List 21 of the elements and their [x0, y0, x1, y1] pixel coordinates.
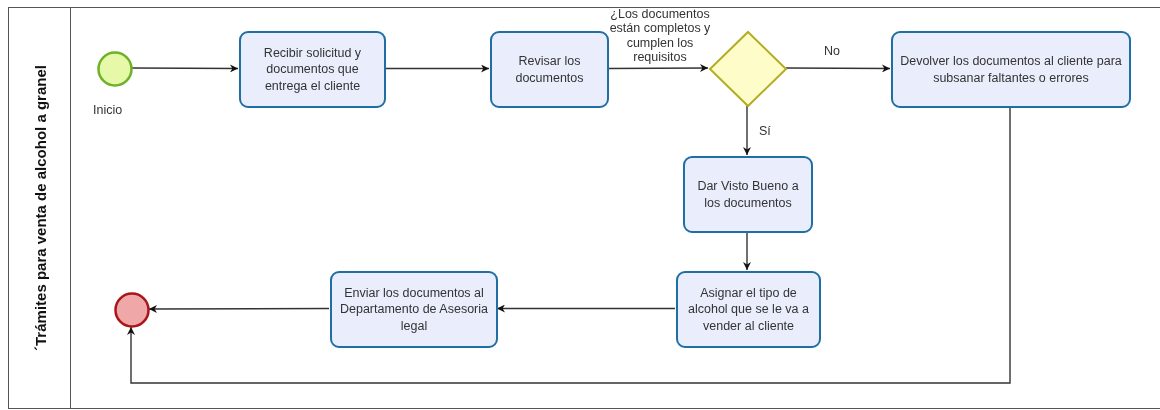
sequence-arrow — [496, 304, 676, 313]
sequence-arrow — [743, 231, 751, 271]
pool — [8, 7, 1160, 409]
task-box: Devolver los documentos al cliente para subsanar faltantes o errores — [891, 31, 1131, 108]
question-label: ¿Los documentos están completos y cumplen los requisitos — [608, 7, 712, 65]
task-box: Enviar los documentos al Departamento de Asesoria legal — [330, 271, 498, 348]
event-label: Inicio — [93, 103, 123, 118]
sequence-arrow — [785, 64, 891, 73]
edge-label: Sí — [757, 124, 773, 138]
sequence-arrow — [148, 305, 330, 313]
task-box: Recibir solicitud y documentos que entrega el cliente — [239, 31, 386, 108]
task-box: Dar Visto Bueno a los documentos — [683, 156, 813, 233]
pool-title: ´Trámites para venta de alcohol a granel — [31, 65, 49, 351]
sequence-arrow — [607, 64, 709, 73]
sequence-arrow — [743, 105, 751, 156]
edge-label: No — [822, 44, 842, 58]
sequence-arrow — [131, 64, 239, 73]
task-box: Asignar el tipo de alcohol que se le va a vender al cliente — [676, 271, 821, 348]
task-box: Revisar los documentos — [490, 31, 609, 108]
sequence-arrow — [127, 106, 1011, 384]
sequence-arrow — [384, 64, 490, 73]
